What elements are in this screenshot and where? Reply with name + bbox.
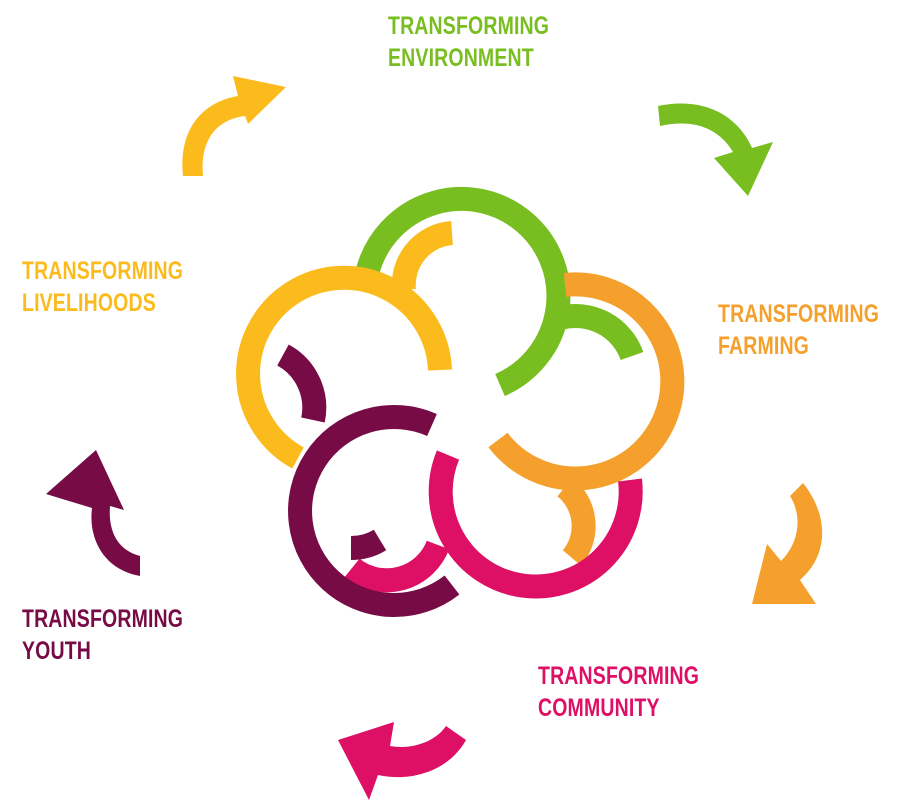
maroon-ring bbox=[288, 405, 460, 617]
label-transforming-farming: TRANSFORMING FARMING bbox=[718, 298, 879, 362]
yellow-ring bbox=[236, 265, 452, 469]
label-transforming-youth: TRANSFORMING YOUTH bbox=[22, 603, 183, 667]
green-curved-arrow-icon bbox=[658, 103, 773, 196]
five-ring-flower-icon bbox=[236, 187, 685, 617]
maroon-ring-curl bbox=[276, 344, 327, 423]
maroon-ring-tail bbox=[350, 529, 387, 561]
maroon-curved-arrow-icon bbox=[46, 450, 140, 576]
label-farming-line2: FARMING bbox=[718, 332, 810, 360]
label-community-line2: COMMUNITY bbox=[538, 694, 660, 722]
label-environment-line1: TRANSFORMING bbox=[388, 12, 550, 40]
label-youth-line2: YOUTH bbox=[22, 637, 92, 665]
yellow-ring-curl bbox=[391, 221, 454, 292]
yellow-curved-arrow-icon bbox=[182, 76, 286, 176]
label-youth-line1: TRANSFORMING bbox=[22, 605, 184, 633]
label-farming-line1: TRANSFORMING bbox=[718, 300, 880, 328]
label-environment-line2: ENVIRONMENT bbox=[388, 44, 534, 72]
label-livelihoods-line2: LIVELIHOODS bbox=[22, 289, 156, 317]
pink-curved-arrow-icon bbox=[338, 722, 466, 800]
pink-ring bbox=[428, 450, 643, 599]
orange-ring-curl bbox=[557, 477, 596, 566]
green-ring-curl bbox=[556, 304, 644, 361]
label-transforming-community: TRANSFORMING COMMUNITY bbox=[538, 660, 699, 724]
label-transforming-livelihoods: TRANSFORMING LIVELIHOODS bbox=[22, 255, 183, 319]
orange-curved-arrow-icon bbox=[752, 483, 823, 604]
green-ring bbox=[356, 187, 571, 397]
label-community-line1: TRANSFORMING bbox=[538, 662, 700, 690]
label-livelihoods-line1: TRANSFORMING bbox=[22, 257, 184, 285]
orange-ring bbox=[488, 272, 685, 491]
label-transforming-environment: TRANSFORMING ENVIRONMENT bbox=[388, 10, 549, 74]
pink-ring-curl bbox=[344, 540, 450, 593]
